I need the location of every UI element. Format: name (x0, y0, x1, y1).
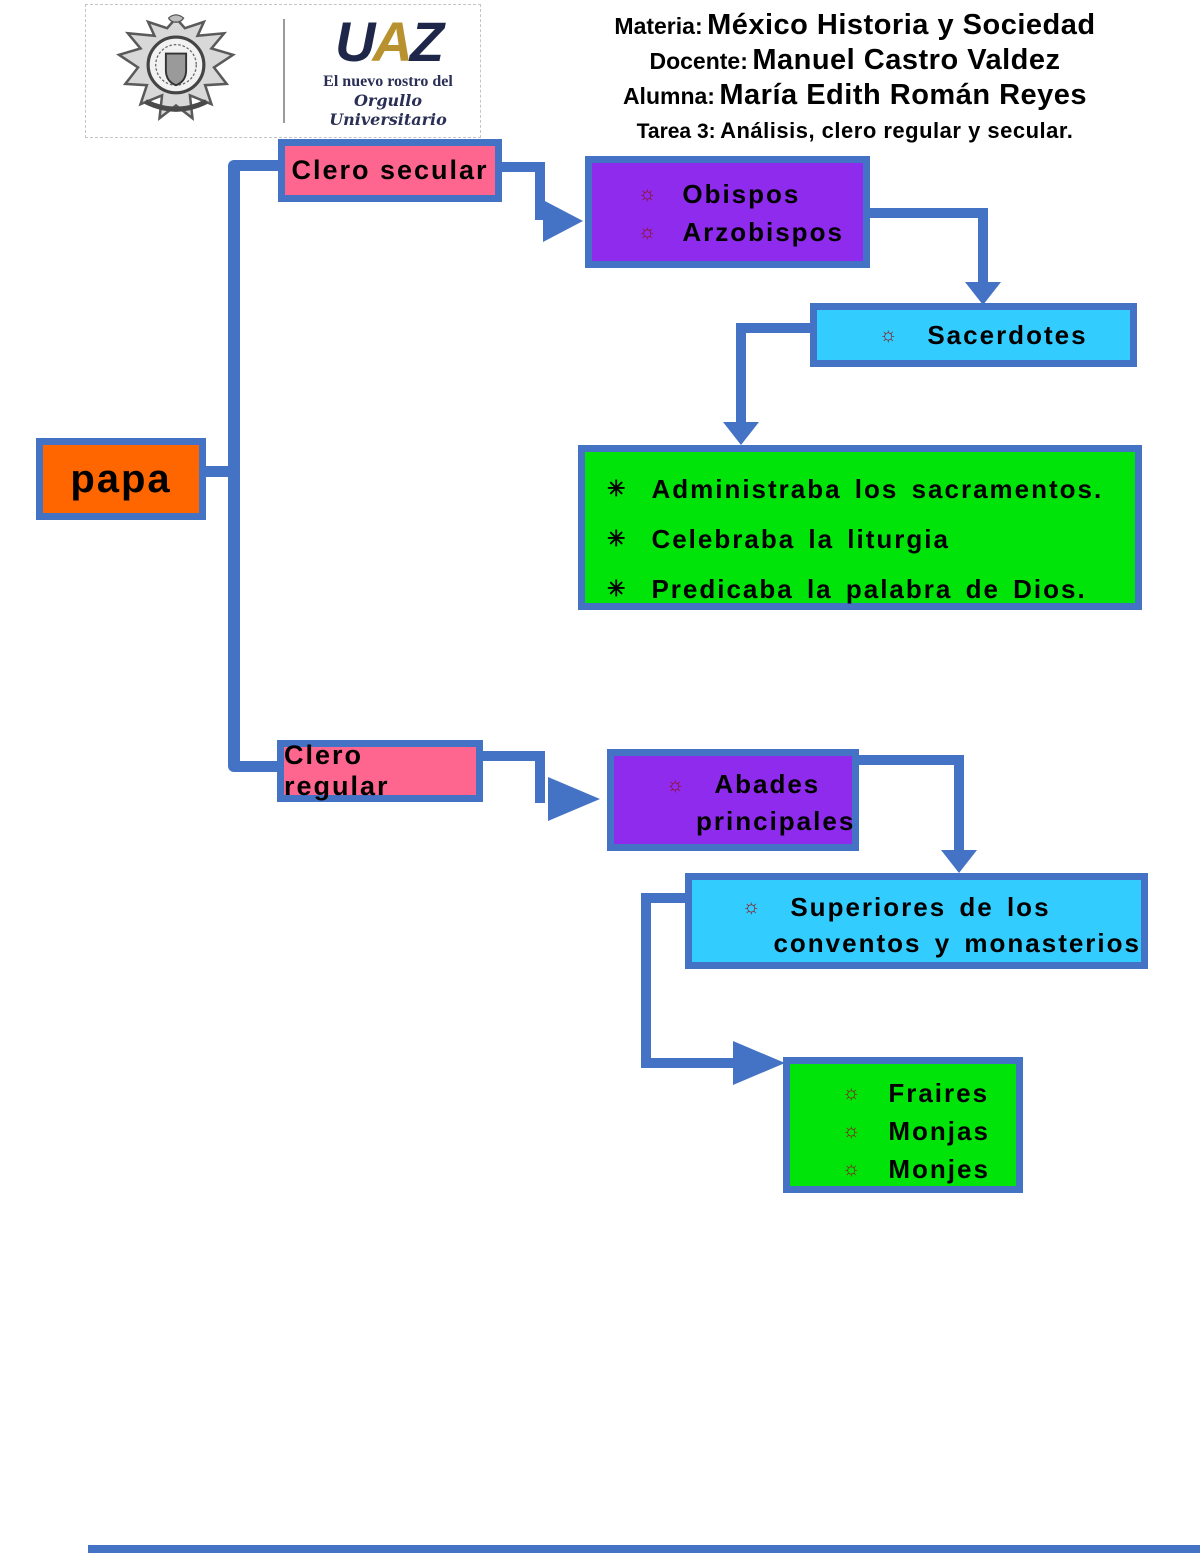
connector-obispos-v (978, 208, 988, 288)
list-item: conventos y monasterios (773, 927, 1141, 958)
logo-divider (283, 19, 285, 123)
list-item: ✳Administraba los sacramentos. (607, 473, 1104, 504)
list-item: ☼Abades (666, 769, 821, 799)
connector-trunk-to-regular (234, 761, 278, 772)
arrowhead-to-obispos (543, 200, 583, 242)
node-clero-regular-label: Clero regular (284, 740, 390, 801)
arrowhead-to-sacerdotes (965, 282, 1001, 305)
sun-bullet-icon: ☼ (742, 896, 761, 918)
uaz-tagline-1: El nuevo rostro del (323, 73, 453, 90)
sun-bullet-icon: ☼ (842, 1120, 861, 1142)
node-clero-secular-label: Clero secular (291, 155, 489, 185)
sun-bullet-icon: ☼ (842, 1158, 861, 1180)
connector-secular-h (500, 162, 545, 172)
arrowhead-to-funciones (723, 422, 759, 445)
list-item: ☼Arzobispos (638, 216, 844, 247)
uaz-logo: UAZ El nuevo rostro del Orgullo Universi… (298, 13, 478, 133)
header-line-materia: Materia: México Historia y Sociedad (614, 9, 1096, 41)
star-bullet-icon: ✳ (607, 526, 626, 551)
connector-superiores-v (641, 893, 651, 1067)
uaz-logo-letters: UAZ (334, 10, 444, 73)
list-item: ☼Monjas (842, 1115, 990, 1146)
connector-sacerdotes-h (743, 323, 812, 333)
node-papa: papa (36, 438, 206, 520)
connector-sacerdotes-v (736, 323, 746, 425)
connector-trunk-to-secular (234, 160, 280, 171)
sun-bullet-icon: ☼ (842, 1082, 861, 1104)
arrowhead-to-superiores (941, 850, 977, 873)
node-papa-label: papa (70, 456, 172, 501)
node-superiores-conventos: ☼Superiores de los conventos y monasteri… (685, 873, 1148, 969)
sun-bullet-icon: ☼ (638, 183, 657, 205)
list-item: ☼Obispos (638, 178, 801, 209)
connector-superiores-h2 (641, 1058, 741, 1068)
star-bullet-icon: ✳ (607, 476, 626, 501)
uaz-tagline-2: Orgullo Universitario (329, 91, 447, 129)
list-item: ☼Sacerdotes (879, 319, 1088, 350)
node-obispos-arzobispos: ☼Obispos ☼Arzobispos (585, 156, 870, 268)
node-abades-principales: ☼Abades principales (607, 749, 859, 851)
node-clero-regular: Clero regular (277, 740, 483, 802)
connector-obispos-h (868, 208, 988, 218)
list-item: ☼Monjes (842, 1153, 990, 1184)
connector-abades-h (856, 755, 964, 765)
connector-papa-stub (204, 466, 234, 477)
arrowhead-to-miembros (733, 1041, 785, 1085)
node-funciones-sacerdote: ✳Administraba los sacramentos. ✳Celebrab… (578, 445, 1142, 610)
connector-regular-h (483, 751, 545, 761)
page-bottom-blue-bar (88, 1545, 1200, 1553)
connector-abades-v (954, 755, 964, 853)
list-item: ☼Superiores de los (742, 891, 1051, 922)
sun-bullet-icon: ☼ (666, 773, 685, 796)
header-line-alumna: Alumna: María Edith Román Reyes (622, 79, 1088, 111)
sun-bullet-icon: ☼ (638, 221, 657, 243)
sun-bullet-icon: ☼ (879, 324, 898, 346)
header-line-docente: Docente: Manuel Castro Valdez (649, 44, 1061, 76)
list-item: principales (696, 806, 856, 836)
star-bullet-icon: ✳ (607, 576, 626, 601)
node-fraires-monjas-monjes: ☼Fraires ☼Monjas ☼Monjes (783, 1057, 1023, 1193)
connector-trunk-vertical (228, 160, 240, 772)
connector-regular-v (535, 751, 545, 803)
assignment-header: Materia: México Historia y Sociedad Doce… (555, 10, 1155, 149)
list-item: ✳Predicaba la palabra de Dios. (607, 573, 1087, 604)
university-logo-panel: UAZ El nuevo rostro del Orgullo Universi… (85, 4, 481, 138)
university-crest-logo (116, 14, 236, 121)
header-line-tarea: Tarea 3: Análisis, clero regular y secul… (636, 118, 1074, 143)
list-item: ☼Fraires (842, 1077, 990, 1108)
node-clero-secular: Clero secular (278, 139, 502, 202)
node-sacerdotes: ☼Sacerdotes (810, 303, 1137, 367)
connector-secular-v (535, 162, 545, 220)
list-item: ✳Celebraba la liturgia (607, 523, 950, 554)
arrowhead-to-abades (548, 777, 600, 821)
connector-superiores-h1 (645, 893, 685, 903)
